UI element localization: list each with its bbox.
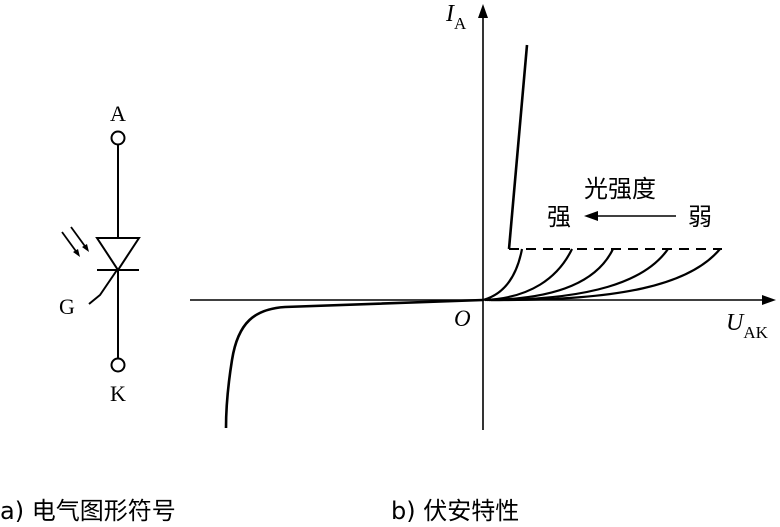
forward-curve-1 [482, 248, 524, 302]
reverse-characteristic-curve [224, 298, 484, 429]
weak-label: 弱 [688, 203, 712, 231]
thyristor-triangle [95, 237, 141, 272]
origin-label: O [454, 306, 471, 331]
light-arrows-icon [61, 226, 89, 257]
strong-label: 强 [547, 203, 571, 231]
on-state-line [507, 44, 529, 250]
light-direction-arrowhead [584, 211, 598, 221]
anode-terminal [110, 130, 126, 146]
anode-label: A [110, 101, 126, 126]
forward-curve-3 [486, 248, 614, 302]
forward-curve-5 [490, 248, 721, 302]
light-intensity-label: 光强度 [584, 175, 656, 203]
gate-label: G [59, 294, 75, 319]
caption-a: a) 电气图形符号 [0, 497, 176, 525]
cathode-terminal [110, 357, 126, 373]
x-axis-arrowhead [762, 295, 776, 305]
forward-curve-4 [488, 248, 669, 302]
thyristor-symbol: A K G [59, 101, 141, 406]
x-axis-label: UAK [726, 310, 769, 342]
y-axis-label: IA [445, 1, 467, 33]
cathode-label: K [110, 381, 126, 406]
caption-b: b) 伏安特性 [391, 497, 519, 525]
iv-characteristic: IA UAK O 光强度 强 弱 [190, 1, 776, 430]
gate-lead [88, 269, 118, 305]
y-axis-arrowhead [478, 4, 488, 18]
